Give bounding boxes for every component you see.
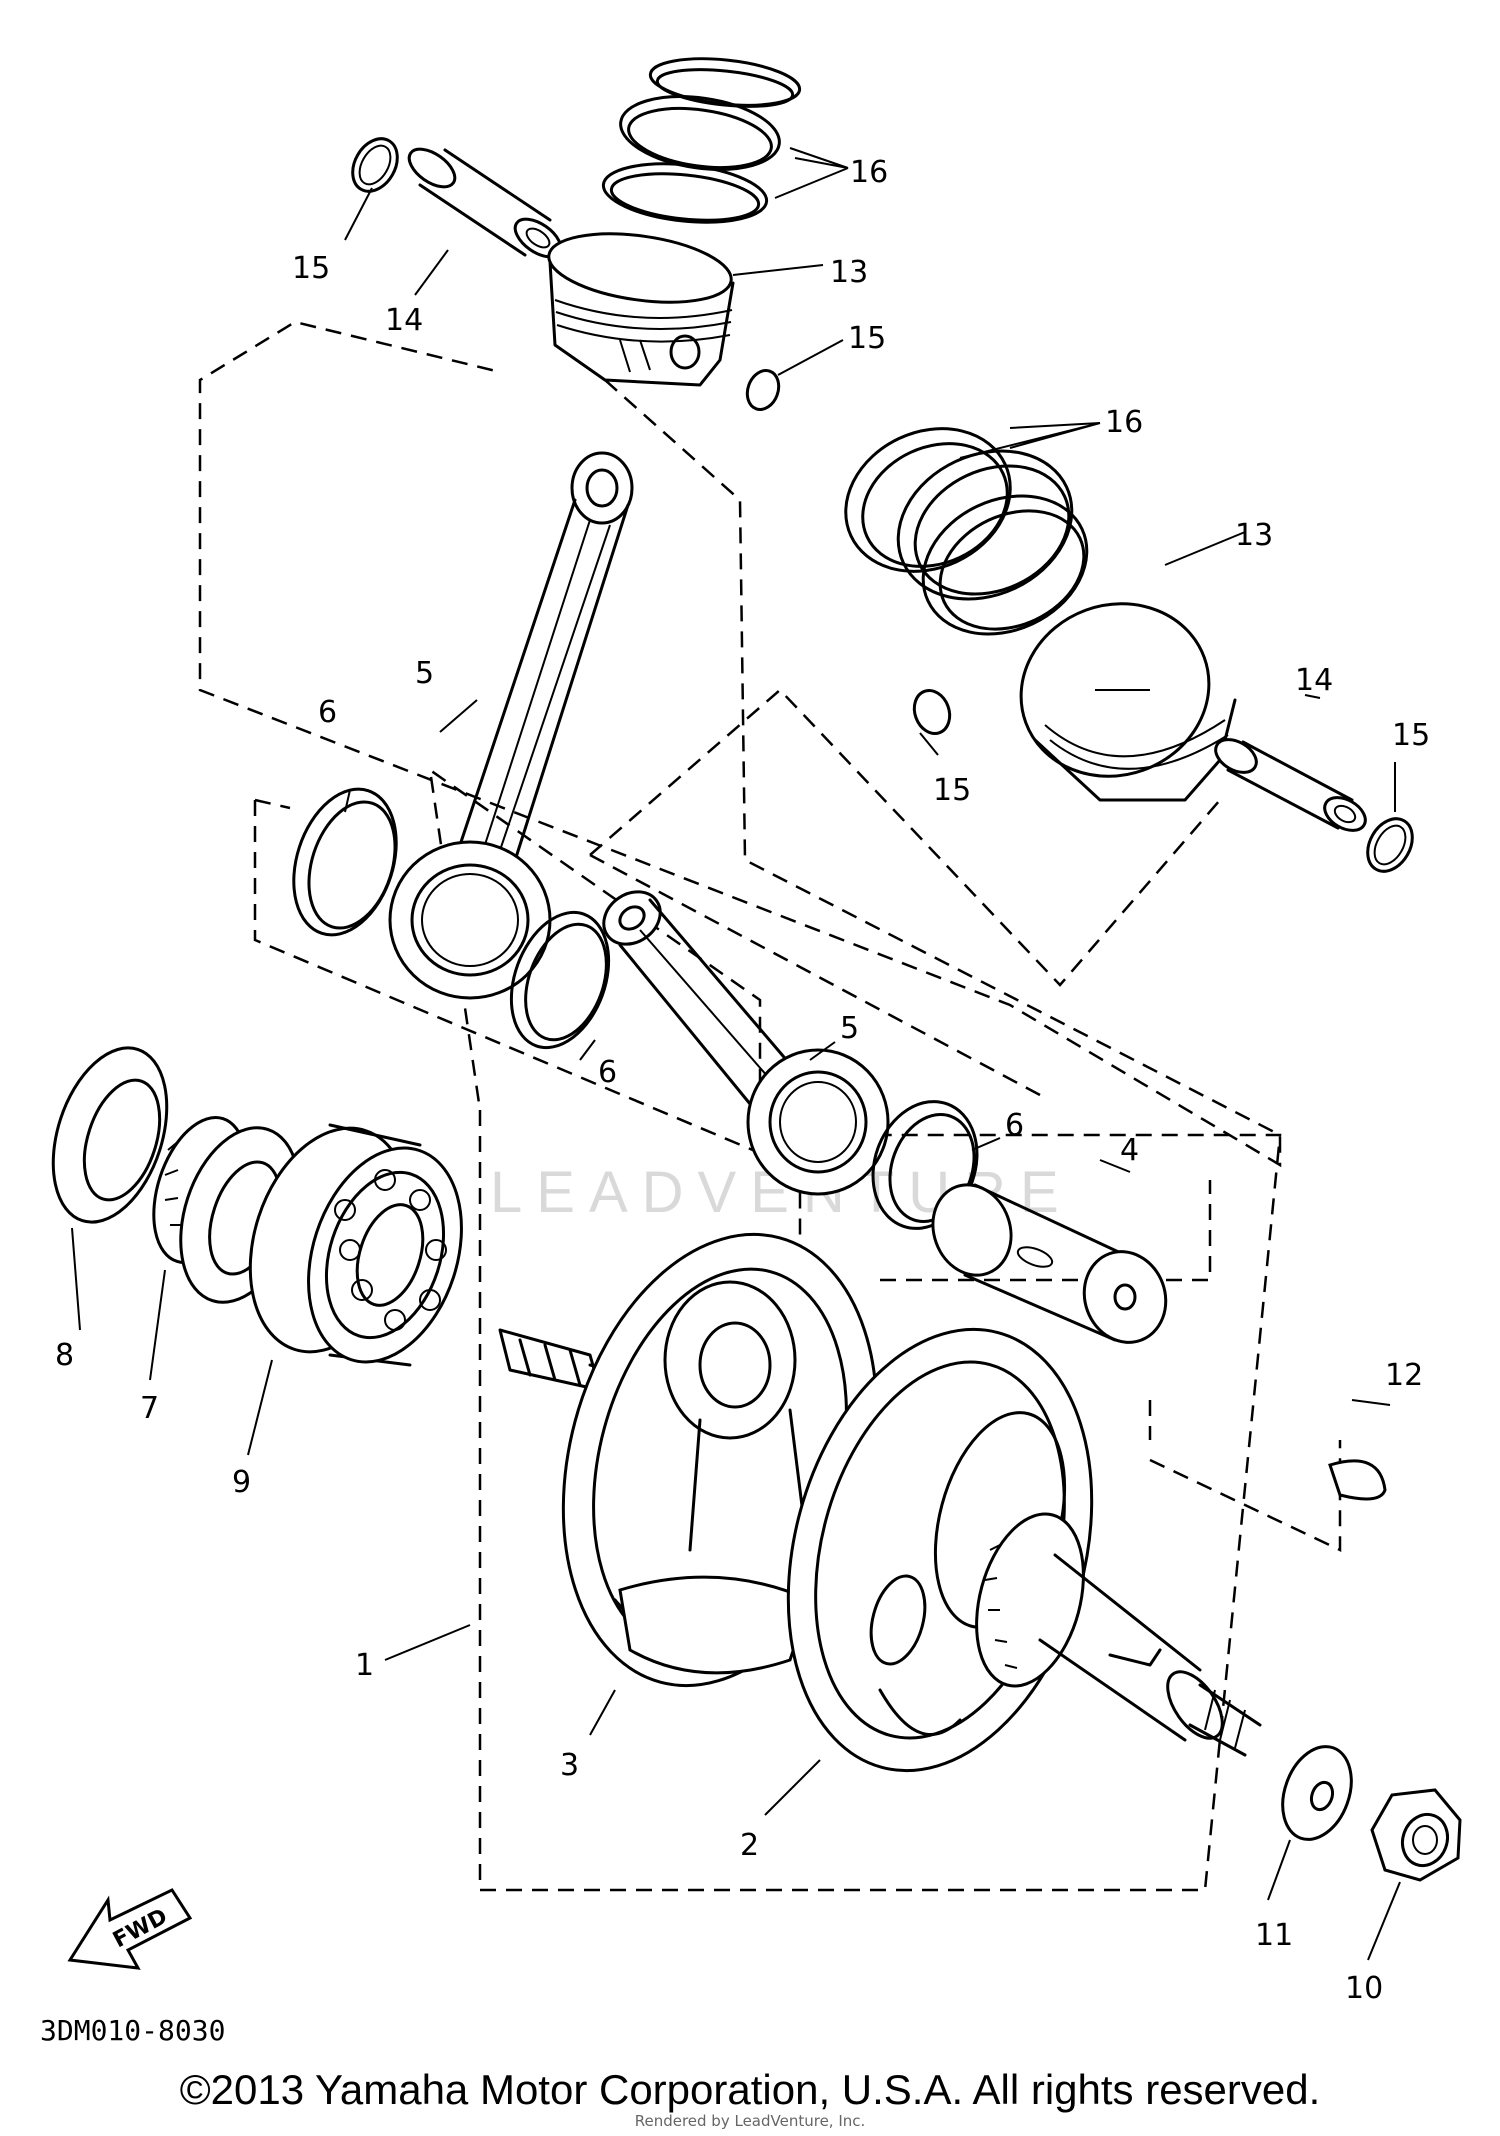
callout-13-right: 13	[1235, 518, 1273, 553]
callout-11: 11	[1255, 1918, 1293, 1953]
left-cylinder-group-outline	[198, 320, 1282, 1168]
nut	[1370, 1788, 1462, 1882]
callout-6-middle: 6	[598, 1055, 617, 1090]
piston-pin-right	[1214, 738, 1367, 832]
piston-pin-clip-left-outer	[351, 137, 399, 193]
callout-3: 3	[560, 1748, 579, 1783]
callout-14-right: 14	[1295, 663, 1333, 698]
woodruff-key	[1328, 1459, 1387, 1501]
big-end-bearing-right	[871, 1100, 979, 1230]
big-end-bearing-middle	[509, 910, 611, 1050]
crankshaft-right-half	[786, 1327, 1262, 1773]
callout-5-lower: 5	[840, 1011, 859, 1046]
rendered-by-credit: Rendered by LeadVenture, Inc.	[634, 2112, 866, 2130]
callout-13-left: 13	[830, 255, 868, 290]
callout-15-right-inner: 15	[933, 773, 971, 808]
conrod-group-outline	[253, 798, 802, 1270]
callout-7: 7	[140, 1391, 159, 1426]
crankshaft-piston-exploded-diagram: LEADVENTURE	[40, 57, 1462, 2047]
crank-pin	[931, 1183, 1168, 1344]
callout-5-upper: 5	[415, 656, 434, 691]
callout-15-right-outer: 15	[1392, 718, 1430, 753]
big-end-bearing-left	[292, 787, 398, 937]
callout-16-right: 16	[1105, 405, 1143, 440]
connecting-rod-lower	[602, 890, 890, 1196]
callout-15-left-inner: 15	[848, 321, 886, 356]
piston-pin-clip-right-inner	[912, 689, 952, 735]
piston-pin-clip-right-outer	[1366, 817, 1414, 873]
callout-12: 12	[1385, 1358, 1423, 1393]
crankshaft-bearing	[248, 1123, 463, 1367]
piston-pin-left	[407, 147, 563, 259]
callout-2: 2	[740, 1828, 759, 1863]
callout-6-right: 6	[1005, 1108, 1024, 1143]
piston-rings-left	[601, 57, 802, 224]
callout-14-left: 14	[385, 303, 423, 338]
connecting-rod-upper	[388, 451, 634, 1000]
oil-seal	[51, 1046, 169, 1224]
callout-4: 4	[1120, 1133, 1139, 1168]
piston-pin-clip-left-inner	[745, 369, 781, 411]
piston-right	[1019, 602, 1237, 802]
leader-lines	[71, 147, 1401, 1961]
diagram-code: 3DM010-8030	[40, 2014, 225, 2047]
callout-1: 1	[355, 1648, 374, 1683]
piston-left	[547, 232, 735, 387]
callout-16-left: 16	[850, 155, 888, 190]
copyright-notice: ©2013 Yamaha Motor Corporation, U.S.A. A…	[179, 2066, 1321, 2113]
right-cylinder-group-outline	[589, 688, 1221, 1097]
callout-8: 8	[55, 1338, 74, 1373]
callout-9: 9	[232, 1465, 251, 1500]
piston-rings-right	[844, 427, 1089, 636]
crankshaft-assembly-outline	[428, 767, 1282, 1892]
callout-6-left: 6	[318, 695, 337, 730]
callout-10: 10	[1345, 1971, 1383, 2006]
washer	[1281, 1745, 1353, 1841]
callout-15-left-outer: 15	[292, 251, 330, 286]
crankpin-link-outline	[880, 1180, 1342, 1552]
forward-direction-arrow: FWD	[67, 1888, 193, 1970]
